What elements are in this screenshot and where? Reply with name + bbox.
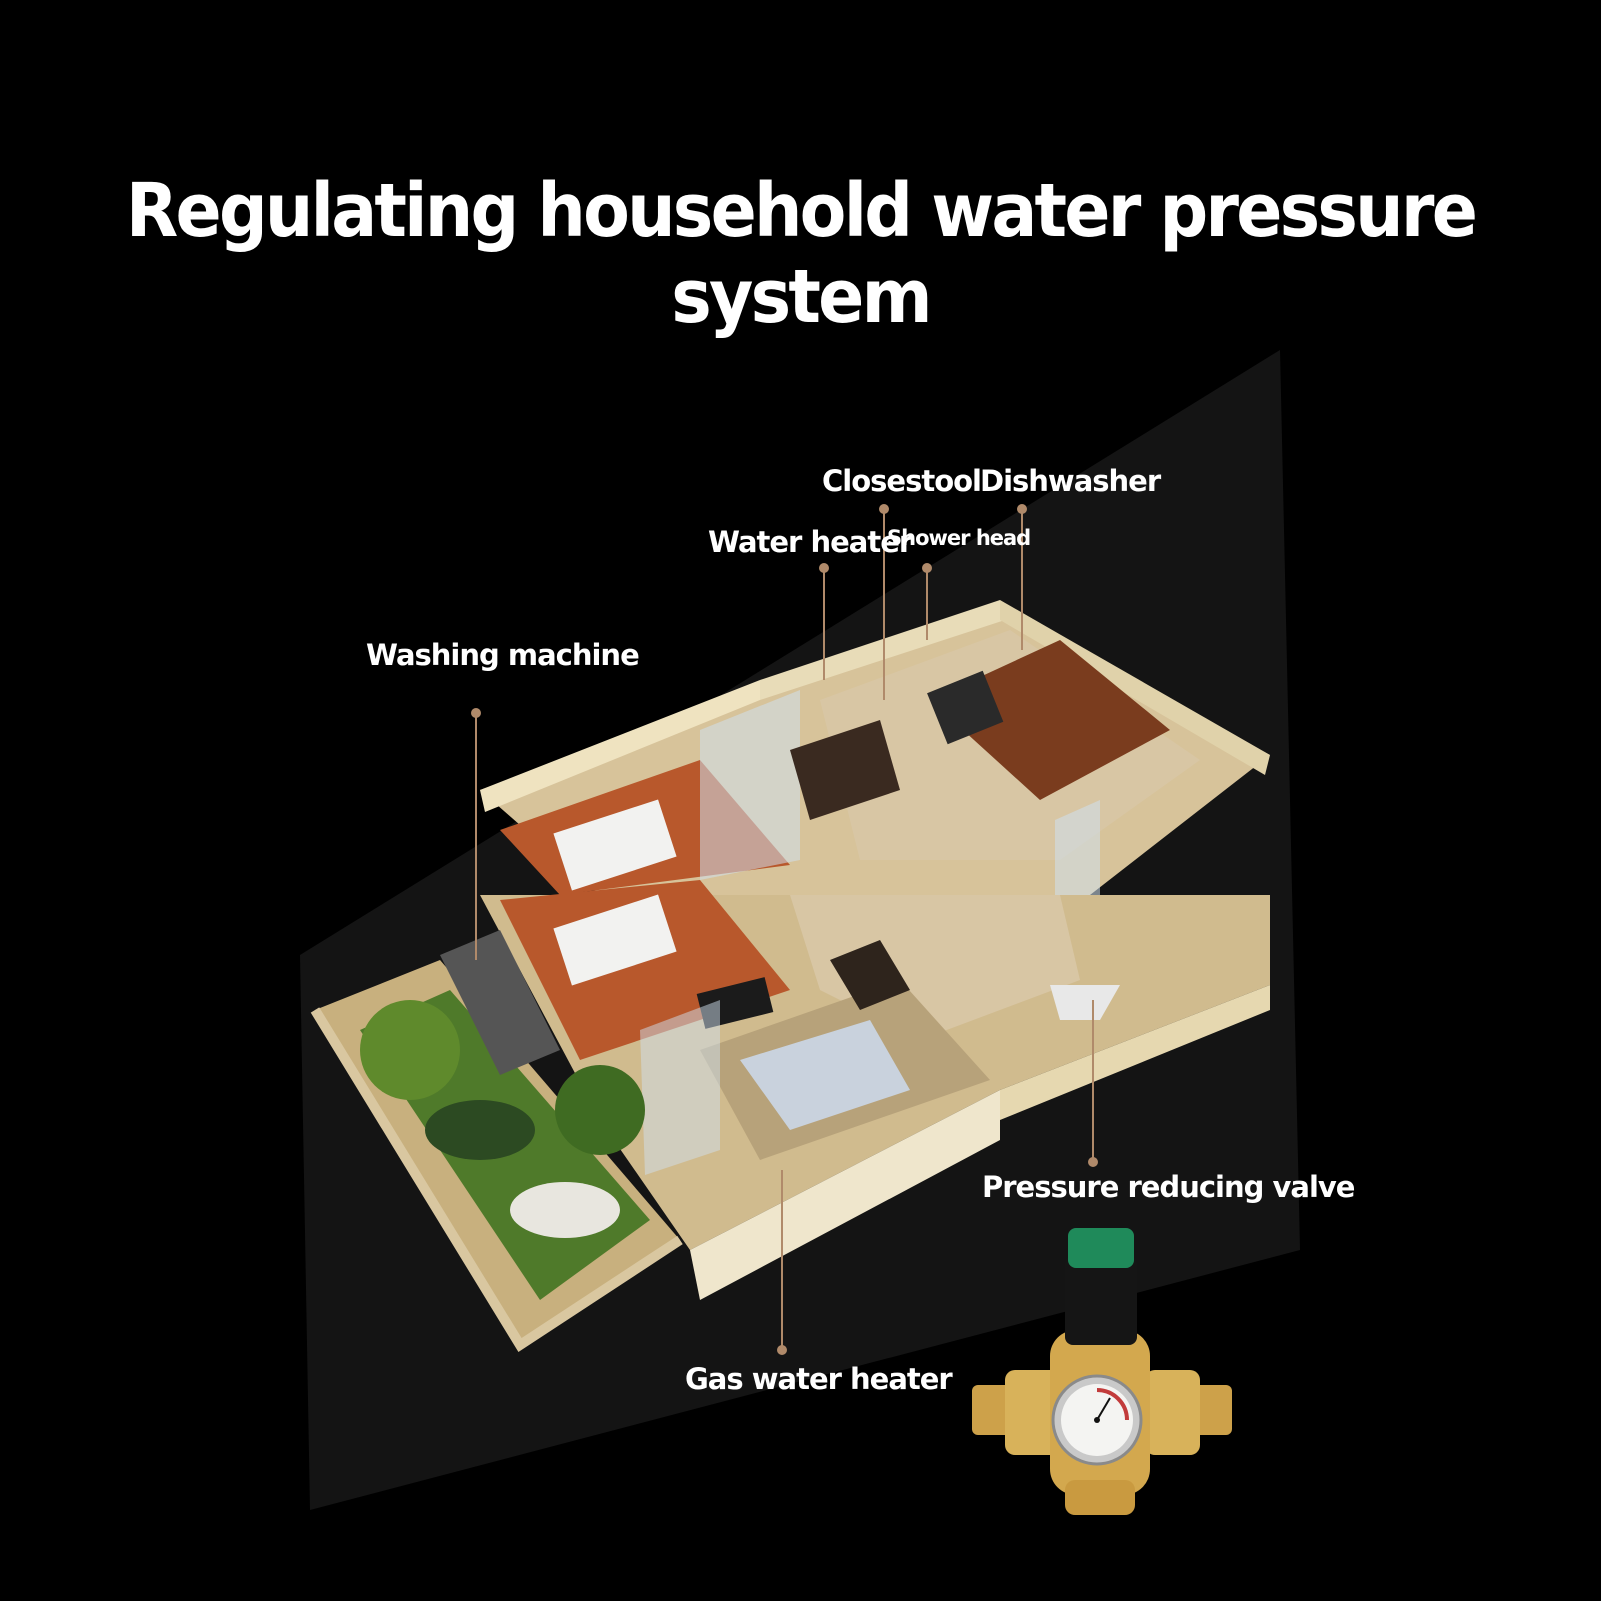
label-dishwasher: Dishwasher bbox=[980, 464, 1161, 498]
lower-glass-partition bbox=[640, 1000, 720, 1175]
lower-right-wall bbox=[1000, 985, 1270, 1120]
leader-dot-gas-water-heater bbox=[777, 1345, 787, 1355]
valve-gauge-needle bbox=[1096, 1397, 1111, 1421]
upper-stairs bbox=[790, 720, 900, 820]
valve-nut-left bbox=[1005, 1370, 1060, 1455]
valve-bonnet bbox=[1065, 1255, 1137, 1345]
leader-dot-dishwasher bbox=[1017, 504, 1027, 514]
upper-right-wall bbox=[1000, 600, 1270, 775]
upper-kitchen-floor bbox=[930, 640, 1170, 800]
page-title: Regulating household water pressure syst… bbox=[125, 168, 1478, 340]
lower-bed bbox=[553, 894, 677, 986]
valve-cap bbox=[1068, 1228, 1134, 1268]
lower-floor bbox=[480, 880, 1270, 1300]
lower-valve-pad bbox=[1050, 985, 1120, 1020]
upper-back-wall-right bbox=[760, 600, 1005, 700]
garden-terrace bbox=[310, 930, 683, 1353]
garden-tree bbox=[360, 1000, 460, 1100]
label-washing-machine: Washing machine bbox=[366, 638, 640, 672]
garden-shrub bbox=[555, 1065, 645, 1155]
valve-bottom bbox=[1065, 1480, 1135, 1515]
valve-nut-right bbox=[1145, 1370, 1200, 1455]
leader-dot-closestool bbox=[879, 504, 889, 514]
leader-dot-washing-machine bbox=[471, 708, 481, 718]
leader-dot-water-heater bbox=[819, 563, 829, 573]
label-shower-head: Shower head bbox=[887, 526, 1031, 550]
garden-umbrella bbox=[510, 1182, 620, 1238]
label-gas-water-heater: Gas water heater bbox=[685, 1362, 953, 1396]
terrace-fence bbox=[310, 1007, 683, 1353]
valve-gauge-hub bbox=[1094, 1417, 1100, 1423]
label-water-heater: Water heater bbox=[708, 525, 913, 559]
upper-back-wall bbox=[480, 680, 760, 812]
label-closestool: Closestool bbox=[822, 464, 982, 498]
lower-front-wall bbox=[690, 1090, 1000, 1300]
leader-dot-shower-head bbox=[922, 563, 932, 573]
leader-dot-pressure-valve bbox=[1088, 1157, 1098, 1167]
garden-pond bbox=[425, 1100, 535, 1160]
upper-kitchen-counter bbox=[927, 670, 1004, 745]
lower-rug bbox=[740, 1020, 910, 1130]
label-pressure-reducing-valve: Pressure reducing valve bbox=[982, 1170, 1355, 1204]
upper-floor bbox=[480, 600, 1270, 980]
valve-gauge-red-arc bbox=[1096, 1388, 1129, 1421]
terrace-balcony bbox=[440, 930, 560, 1075]
upper-bed bbox=[553, 799, 677, 891]
lower-stairs bbox=[830, 940, 910, 1010]
pressure-reducing-valve-product bbox=[972, 1228, 1232, 1515]
leader-lines bbox=[471, 504, 1098, 1355]
upper-glass-partition bbox=[700, 690, 800, 880]
